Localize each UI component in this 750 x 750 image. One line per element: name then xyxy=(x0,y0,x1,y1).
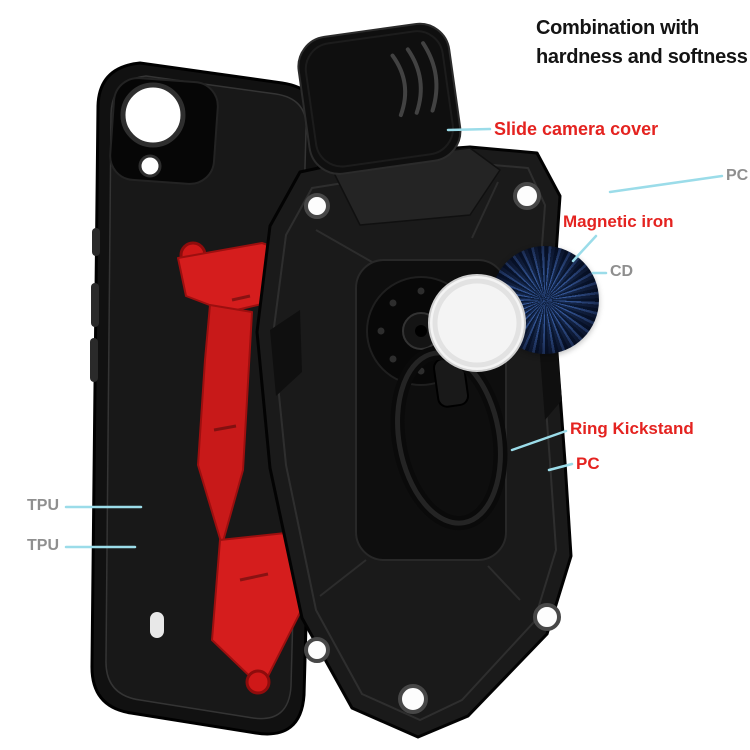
kickstand-hinge xyxy=(366,276,476,386)
plate-left-facet xyxy=(270,310,302,396)
title-line-1: Combination with xyxy=(536,17,699,39)
lens-hole xyxy=(120,82,186,148)
red-frame-accents xyxy=(213,294,269,582)
magnetic-iron-disc xyxy=(491,246,599,354)
page-title: Combination with hardness and softness xyxy=(536,14,748,72)
plate-facet-lines xyxy=(315,181,521,601)
label-slide-camera-cover: Slide camera cover xyxy=(494,119,659,139)
slide-camera-cover xyxy=(297,22,462,175)
title-line-2: hardness and softness xyxy=(536,46,748,68)
label-tpu-upper: TPU xyxy=(27,497,59,514)
screw-hole-bottom-right xyxy=(533,603,561,631)
screw-holes xyxy=(304,182,561,714)
armor-backplate xyxy=(255,145,573,739)
port-cutout xyxy=(150,612,164,638)
screw-hole-bottom-center xyxy=(398,684,428,714)
side-buttons xyxy=(90,228,100,382)
slide-cover-body xyxy=(297,22,462,175)
label-cd: CD xyxy=(610,263,634,280)
label-tpu-lower: TPU xyxy=(27,537,59,554)
red-bottom-ring xyxy=(245,669,271,695)
label-pc-side: PC xyxy=(576,454,600,473)
flash-hole xyxy=(138,154,162,178)
label-ring-kickstand: Ring Kickstand xyxy=(570,419,694,438)
camera-cutout xyxy=(109,77,219,185)
label-pc-top: PC xyxy=(726,167,749,184)
slide-cover-grip-lines xyxy=(390,41,439,118)
screw-hole-top-left xyxy=(304,193,330,219)
screw-hole-bottom-left xyxy=(304,637,330,663)
screw-hole-top-right xyxy=(513,182,541,210)
label-magnetic-iron: Magnetic iron xyxy=(563,212,674,231)
